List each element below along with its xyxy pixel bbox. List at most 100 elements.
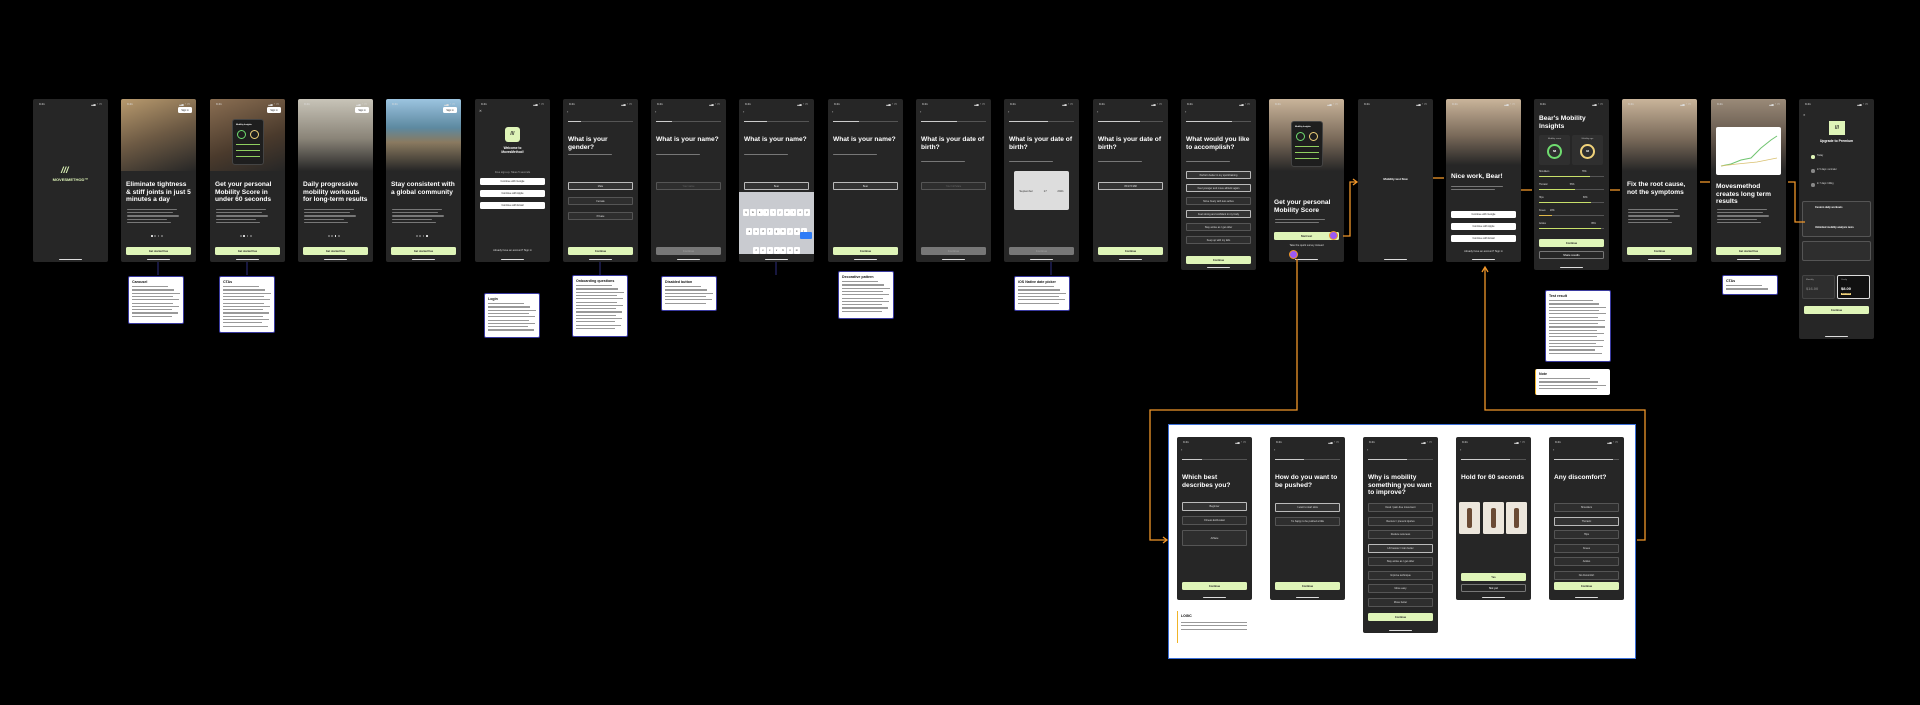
keyboard-key[interactable]: v [773,247,780,254]
text-input[interactable]: Your birthdate [921,182,986,190]
sign-in-button[interactable]: Sign in [443,107,457,113]
continue-button[interactable]: Continue [1182,582,1247,590]
close-icon[interactable]: ✕ [479,109,482,113]
return-key[interactable] [800,232,812,239]
carousel-dot[interactable] [422,235,425,237]
answer-option[interactable]: Private [568,212,633,220]
text-input[interactable]: Bear [744,182,809,190]
carousel-dot[interactable] [157,235,160,237]
hotspot-start-test[interactable] [1329,231,1338,240]
answer-option[interactable]: Stay active as I get older [1368,557,1433,566]
sign-in-button[interactable]: Sign in [355,107,369,113]
answer-option[interactable]: Improve technique [1368,570,1433,580]
answer-option[interactable]: I want to start slow [1275,503,1340,512]
text-input[interactable]: 05/17/1988 [1098,182,1163,190]
back-arrow-icon[interactable]: ‹ [1553,447,1555,452]
sign-in-button[interactable]: Sign in [267,107,281,113]
carousel-dot[interactable] [246,235,249,237]
keyboard[interactable]: qwertyuiopasdfghjklzxcvbnm [739,192,814,254]
continue-button[interactable]: Continue [1804,306,1869,314]
sign-in-button[interactable]: Sign in [178,107,192,113]
carousel-dots[interactable] [416,235,428,237]
back-arrow-icon[interactable]: ‹ [655,109,657,114]
carousel-dot[interactable] [249,235,252,237]
answer-option[interactable]: Beginner [1182,502,1247,511]
answer-option[interactable]: Feel younger and move athletic again [1186,184,1251,192]
cta-button[interactable]: Get started free [303,247,368,255]
carousel-dot[interactable] [416,235,418,237]
continue-button[interactable]: Continue [1368,613,1433,621]
answer-option[interactable]: Move better [1368,597,1433,607]
text-input[interactable]: Bear [833,182,898,190]
keyboard-key[interactable]: d [759,228,766,235]
auth-button[interactable]: Continue with Email [1451,235,1516,242]
keyboard-key[interactable]: r [763,209,770,216]
keyboard-key[interactable]: j [787,228,794,235]
keyboard-key[interactable]: e [756,209,763,216]
continue-button[interactable]: Continue [921,247,986,255]
keyboard-key[interactable]: s [753,228,760,235]
back-arrow-icon[interactable]: ‹ [1097,109,1099,114]
answer-option[interactable]: Lift heavier / train better [1368,543,1433,553]
auth-button[interactable]: Continue with Apple [1451,223,1516,230]
answer-option[interactable]: Feel strong and confident in my body [1186,210,1251,218]
auth-button[interactable]: Continue with Email [480,202,545,209]
answer-option[interactable]: Athlete [1182,530,1247,546]
cta-button[interactable]: Get started free [1716,247,1781,255]
keyboard-key[interactable]: z [753,247,760,254]
back-arrow-icon[interactable]: ‹ [1367,447,1369,452]
continue-button[interactable]: Continue [568,247,633,255]
start-test-button[interactable]: Start test [1274,232,1339,240]
continue-button[interactable]: Continue [1554,582,1619,590]
keyboard-key[interactable]: i [790,209,797,216]
keyboard-key[interactable]: c [766,247,773,254]
carousel-dots[interactable] [151,235,163,237]
carousel-dot[interactable] [243,235,246,237]
answer-option[interactable]: Keep up with my kids [1186,236,1251,244]
answer-option[interactable]: Move easy [1368,584,1433,593]
continue-button[interactable]: Continue [1186,256,1251,264]
answer-option[interactable]: I'm happy to be pushed a little [1275,516,1340,526]
back-arrow-icon[interactable]: ‹ [1008,109,1010,114]
keyboard-key[interactable]: u [783,209,790,216]
continue-button[interactable]: Continue [1275,582,1340,590]
cta-button[interactable]: Get started free [215,247,280,255]
answer-option[interactable]: No discomfort [1554,570,1619,580]
hotspot-survey[interactable] [1289,250,1298,259]
carousel-dot[interactable] [151,235,153,237]
continue-button[interactable]: Continue [1098,247,1163,255]
keyboard-key[interactable]: g [773,228,780,235]
auth-button[interactable]: Continue with Apple [480,190,545,197]
carousel-dot[interactable] [240,235,242,237]
carousel-dots[interactable] [240,235,252,237]
back-arrow-icon[interactable]: ‹ [1185,109,1187,114]
carousel-dots[interactable] [328,235,340,237]
keyboard-key[interactable]: q [742,209,749,216]
answer-option[interactable]: Reduce soreness [1368,530,1433,539]
keyboard-key[interactable]: w [749,209,756,216]
keyboard-key[interactable]: h [780,228,787,235]
keyboard-key[interactable]: l [800,228,807,235]
keyboard-key[interactable]: n [787,247,794,254]
carousel-dot[interactable] [328,235,330,237]
cta-button[interactable]: Continue [1627,247,1692,255]
sign-in-link[interactable]: Already have an account? Sign in [1464,250,1503,253]
continue-button[interactable]: Continue [833,247,898,255]
take-survey-link[interactable]: Take the quick survey instead [1289,244,1324,247]
answer-option[interactable]: Move freely with less aches [1186,197,1251,205]
answer-option[interactable]: Shoulders [1554,503,1619,512]
answer-option[interactable]: Male [568,182,633,190]
back-arrow-icon[interactable]: ‹ [832,109,834,114]
date-picker-wheel[interactable]: 2021 [1057,188,1064,193]
auth-button[interactable]: Continue with Google [480,178,545,185]
keyboard-key[interactable]: f [766,228,773,235]
answer-option[interactable]: Knees [1554,543,1619,553]
back-arrow-icon[interactable]: ‹ [567,109,569,114]
carousel-dot[interactable] [331,235,334,237]
keyboard-key[interactable]: p [804,209,811,216]
back-arrow-icon[interactable]: ‹ [1460,447,1462,452]
keyboard-key[interactable]: k [793,228,800,235]
back-arrow-icon[interactable]: ‹ [1181,447,1183,452]
answer-option[interactable]: Thoracic [1554,516,1619,526]
